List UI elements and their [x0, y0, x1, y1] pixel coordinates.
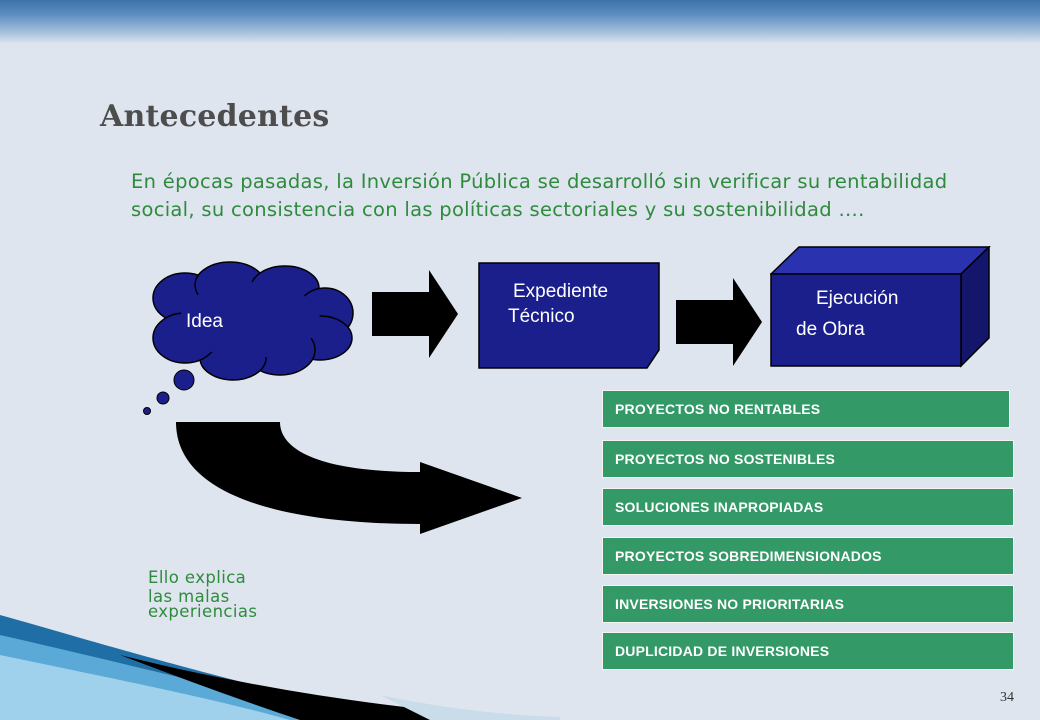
explanation-line: Ello explica [148, 568, 247, 587]
outcome-box: INVERSIONES NO PRIORITARIAS [602, 585, 1014, 623]
thought-cloud-icon [143, 261, 354, 415]
explanation-line: las malas [148, 587, 230, 606]
header-gradient-band [0, 0, 1040, 44]
decorative-swoosh [0, 615, 560, 720]
outcome-box: PROYECTOS NO RENTABLES [602, 390, 1010, 428]
ejecucion-block-icon [770, 246, 991, 368]
expediente-label-line2: Técnico [508, 306, 575, 327]
curved-arrow-icon [176, 422, 522, 534]
expediente-label-line1: Expediente [513, 281, 609, 302]
outcome-box: SOLUCIONES INAPROPIADAS [602, 488, 1014, 526]
ejecucion-label-line1: Ejecución [816, 288, 899, 309]
idea-label: Idea [186, 311, 223, 332]
explanation-text: Ello explica las malas experiencias [148, 568, 348, 621]
outcome-box: PROYECTOS SOBREDIMENSIONADOS [602, 537, 1014, 575]
arrow-right-icon [676, 278, 762, 366]
explanation-line: experiencias [148, 602, 258, 621]
arrow-right-icon [372, 270, 458, 358]
outcome-box: DUPLICIDAD DE INVERSIONES [602, 632, 1014, 670]
page-number: 34 [1000, 690, 1014, 705]
ejecucion-label-line2: de Obra [796, 319, 865, 340]
slide-title: Antecedentes [100, 99, 330, 134]
outcome-box: PROYECTOS NO SOSTENIBLES [602, 440, 1014, 478]
expediente-document-icon [478, 262, 660, 369]
intro-paragraph: En épocas pasadas, la Inversión Pública … [131, 170, 948, 221]
